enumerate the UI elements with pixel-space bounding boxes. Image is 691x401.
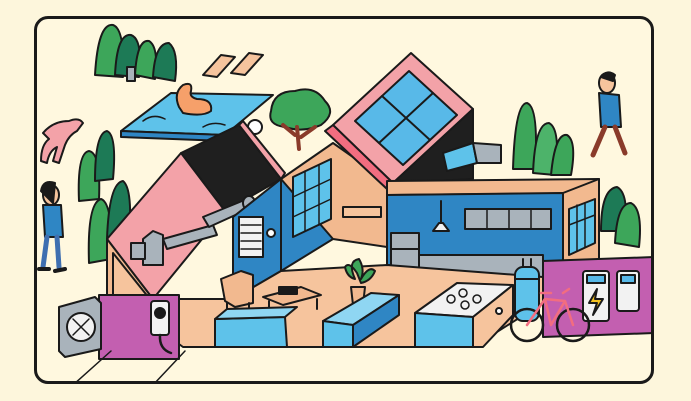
house-peach-wing [280,142,388,248]
heat-pump-icon [58,296,102,358]
attic-ducts [130,195,256,266]
trees-top-left [94,24,178,82]
sofa [214,306,298,348]
battery-icon [582,270,610,322]
trees-right [512,102,641,248]
island-counter [322,292,400,348]
left-front-wall [98,294,180,360]
garden-tree [269,88,332,151]
dog [40,118,84,164]
driveway-lines [76,350,186,381]
ev-charger-icon [150,300,173,355]
garage-wing [542,256,651,338]
lightning-bolt-icon [588,288,604,316]
person-left [37,181,67,273]
lounge-chairs [202,52,264,78]
home-illustration [37,24,651,381]
heat-pump-water-heater-icon [514,258,540,322]
bicycle-icon [509,287,591,343]
pool-float-icon [175,82,213,116]
person-right [590,71,628,158]
solar-panel-icon [354,70,458,166]
trees-left [77,130,132,264]
kitchen-back-wall [386,178,600,278]
living-furniture [220,270,322,318]
induction-cooktop-icon [446,288,482,310]
kitchen-stove-island [414,282,514,348]
illustration-frame [34,16,654,384]
